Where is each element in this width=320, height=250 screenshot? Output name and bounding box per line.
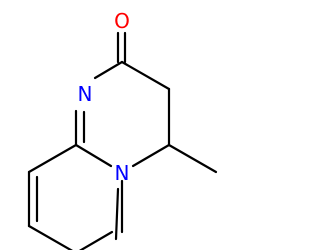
bond-c8a-c8 [27, 143, 78, 174]
bond-c6-c5 [78, 230, 114, 250]
bond-c7-c6 [27, 224, 73, 250]
bond-n-c8a [74, 143, 113, 168]
structure-diagram: O N N [27, 9, 218, 250]
molecule-drawing: O N N [27, 9, 218, 250]
bond-n1-c2 [93, 60, 124, 80]
bond-methyl [167, 143, 218, 174]
bond-c4-n [131, 143, 171, 168]
ring-nitrogen-label: N [115, 161, 130, 185]
oxygen-label: O [114, 9, 130, 33]
bond-c2-c3 [120, 60, 171, 91]
bond-c5-n-double [114, 187, 120, 241]
imine-nitrogen-label: N [78, 82, 93, 106]
